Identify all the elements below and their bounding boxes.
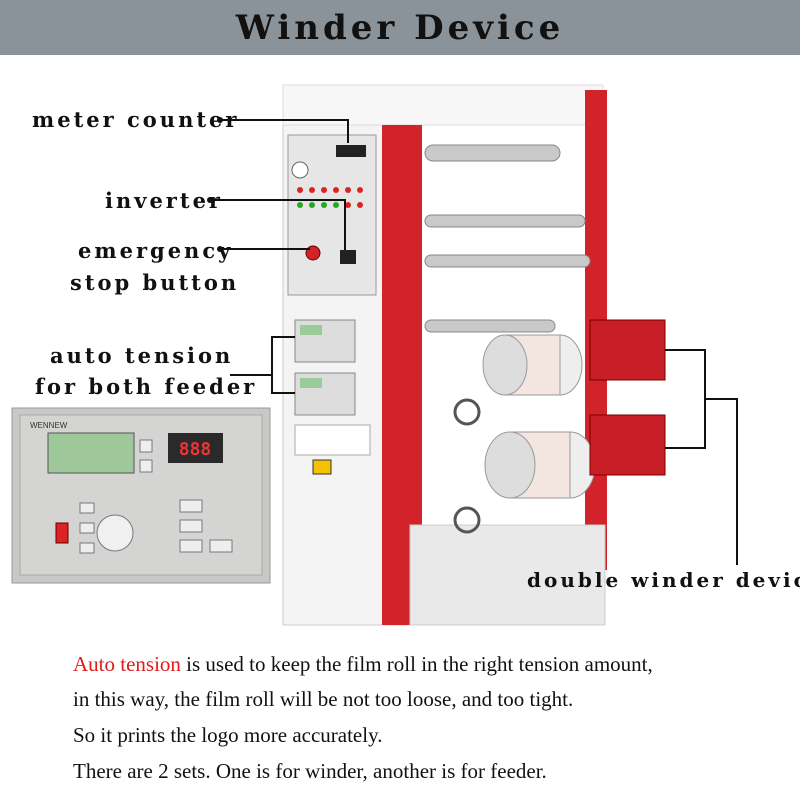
film-rolls [482, 334, 596, 499]
page-title: Winder Device [235, 7, 565, 48]
description-highlight: Auto tension [73, 652, 181, 676]
closeup-led-display [168, 433, 223, 463]
description-line-1-rest: is used to keep the film roll in the rig… [180, 652, 653, 676]
rollers [424, 144, 591, 333]
callout-double-winder: double winder device [527, 568, 800, 592]
callout-inverter: inverter [105, 188, 223, 213]
brand-plate [294, 424, 371, 456]
warning-label [312, 459, 332, 475]
handwheel-1 [453, 398, 481, 426]
callout-auto-tension-line2: for both feeder [35, 374, 258, 399]
closeup-brand: WENNEW [30, 421, 68, 430]
machine-illustration: 888 WENNEW [11, 84, 738, 626]
closeup-led-digits: 888 [179, 439, 212, 460]
closeup-lcd [47, 432, 135, 474]
description-line-1: Auto tension is used to keep the film ro… [73, 652, 653, 677]
closeup-buttons [79, 439, 233, 554]
winder-motor-2 [589, 414, 666, 476]
callout-lines [210, 119, 738, 565]
callout-emergency-line2: stop button [70, 270, 240, 295]
tension-controller-closeup: 888 WENNEW [11, 407, 271, 584]
header-banner: Winder Device [0, 0, 800, 55]
closeup-knob [96, 514, 134, 552]
meter-counter-display [336, 145, 366, 157]
description-line-3: So it prints the logo more accurately. [73, 723, 383, 747]
gauge [291, 161, 309, 179]
description-line-4: There are 2 sets. One is for winder, ano… [73, 759, 547, 783]
description-line-2: in this way, the film roll will be not t… [73, 687, 574, 711]
winder-motor-1 [589, 319, 666, 381]
callout-auto-tension-line1: auto tension [50, 343, 234, 368]
callout-emergency-line1: emergency [78, 238, 234, 263]
cabinet-top [282, 84, 604, 126]
closeup-power-switch [55, 522, 69, 544]
control-panel [287, 134, 377, 296]
inverter-display [340, 250, 356, 264]
callout-meter-counter: meter counter [32, 107, 240, 132]
indicator-lights [297, 187, 363, 208]
machine-base [409, 524, 606, 626]
handwheel-2 [453, 506, 481, 534]
